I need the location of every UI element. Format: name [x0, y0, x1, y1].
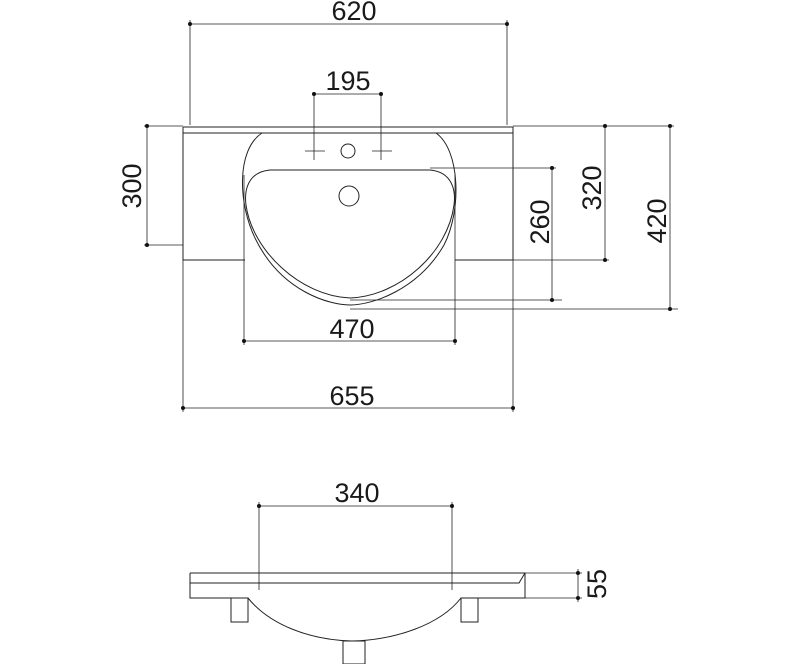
slab-outline — [189, 572, 526, 599]
dim-470: 470 — [242, 175, 457, 345]
dim-655: 655 — [181, 260, 515, 412]
dim-300-label: 300 — [117, 163, 147, 208]
dim-320: 320 — [455, 124, 609, 262]
dim-195-label: 195 — [325, 66, 370, 96]
dim-420-label: 420 — [642, 198, 672, 243]
side-view: 340 55 — [189, 478, 612, 664]
basin-outline — [182, 126, 514, 261]
bowl-inner-curve — [245, 169, 455, 299]
dim-55: 55 — [525, 569, 612, 602]
dim-300: 300 — [117, 124, 183, 247]
bowl-outer-curve — [242, 132, 457, 306]
right-bracket — [460, 597, 479, 623]
dim-655-label: 655 — [329, 381, 374, 411]
dim-620-label: 620 — [331, 0, 376, 26]
dim-55-label: 55 — [582, 569, 612, 599]
dim-420: 420 — [350, 124, 678, 311]
bowl-underside — [247, 597, 462, 642]
drain-stub — [342, 640, 366, 664]
dim-320-label: 320 — [577, 165, 607, 210]
left-bracket — [230, 597, 249, 623]
dim-340-label: 340 — [334, 478, 379, 508]
dim-620: 620 — [188, 0, 509, 125]
dim-260-label: 260 — [525, 199, 555, 244]
drain-hole — [338, 185, 360, 207]
tap-hole — [340, 143, 356, 159]
dim-470-label: 470 — [329, 314, 374, 344]
dim-340: 340 — [251, 478, 460, 590]
plan-view: 620 195 300 260 — [117, 0, 678, 412]
dim-195: 195 — [312, 66, 383, 160]
dim-260: 260 — [350, 166, 562, 302]
